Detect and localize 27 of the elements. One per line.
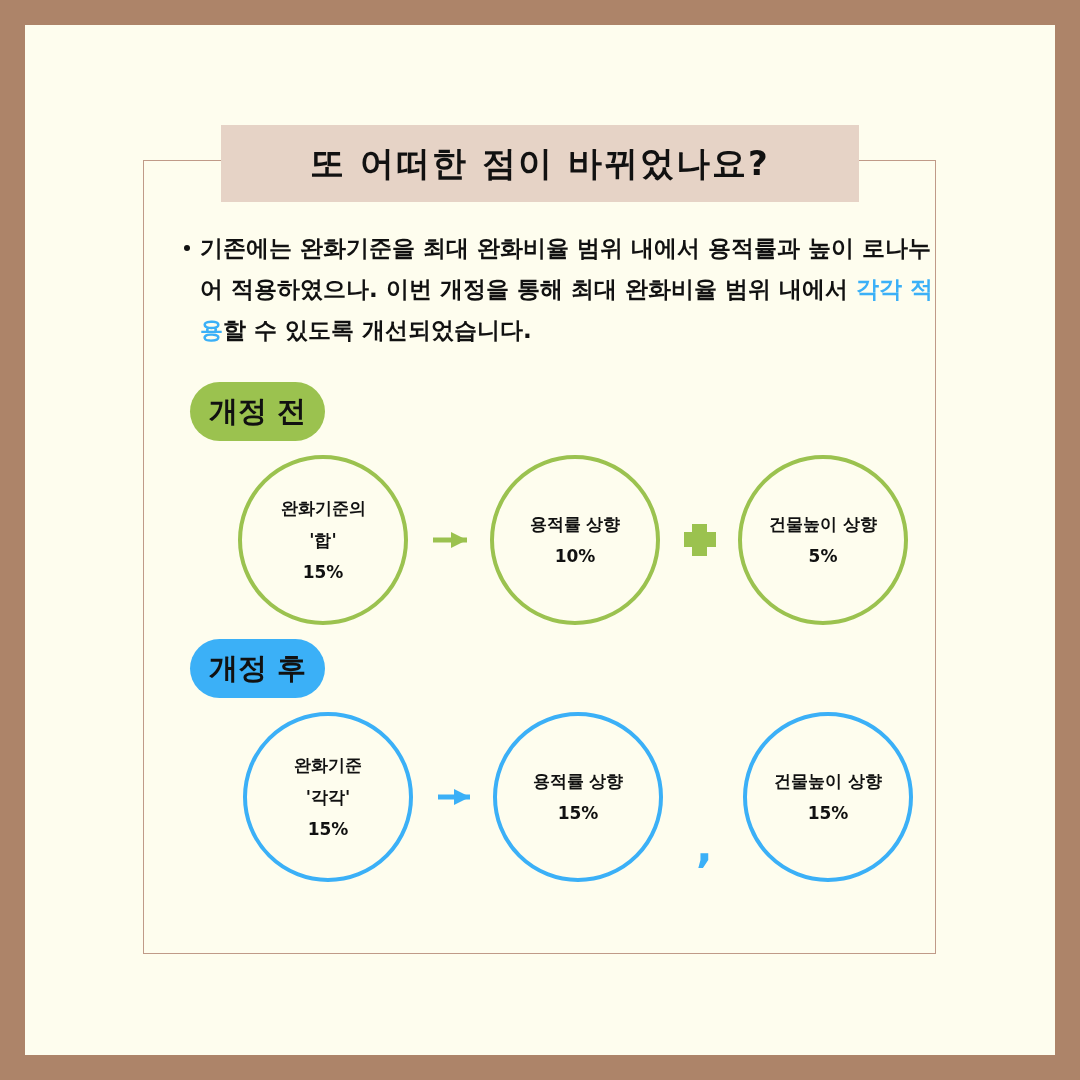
circle-text: 15%	[302, 561, 344, 584]
circle-text: 건물높이 상향	[774, 770, 882, 793]
circle-text: 용적률 상향	[532, 770, 624, 793]
value-circle	[243, 712, 413, 882]
value-circle	[743, 712, 913, 882]
section-tag: 개정 후	[190, 639, 325, 698]
circle-text: 5%	[808, 545, 838, 568]
circle-text: 건물높이 상향	[769, 513, 877, 536]
value-circle	[490, 455, 660, 625]
value-circle	[493, 712, 663, 882]
circle-text: '합'	[309, 529, 337, 552]
description-paragraph: 기존에는 완화기준을 최대 완화비율 범위 내에서 용적률과 높이 로나누어 적용하였으나. 이번 개정을 통해 최대 완화비율 범위 내에서 각각 적용할 수 있도록 개선되었습니다.	[200, 234, 934, 345]
circle-text: 15%	[307, 818, 349, 841]
value-circle	[238, 455, 408, 625]
section-tag: 개정 전	[190, 382, 325, 441]
comma-mark: ,	[696, 825, 713, 869]
circle-text: 10%	[554, 545, 596, 568]
circle-text: '각각'	[305, 786, 351, 809]
circle-text: 15%	[557, 802, 599, 825]
circle-text: 완화기준	[294, 754, 362, 777]
title-banner: 또 어떠한 점이 바뀌었나요?	[221, 125, 859, 202]
arrow	[433, 532, 467, 548]
value-circle	[738, 455, 908, 625]
arrow	[438, 789, 470, 805]
circle-text: 용적률 상향	[529, 513, 621, 536]
circle-text: 완화기준의	[280, 497, 366, 520]
circle-text: 15%	[807, 802, 849, 825]
